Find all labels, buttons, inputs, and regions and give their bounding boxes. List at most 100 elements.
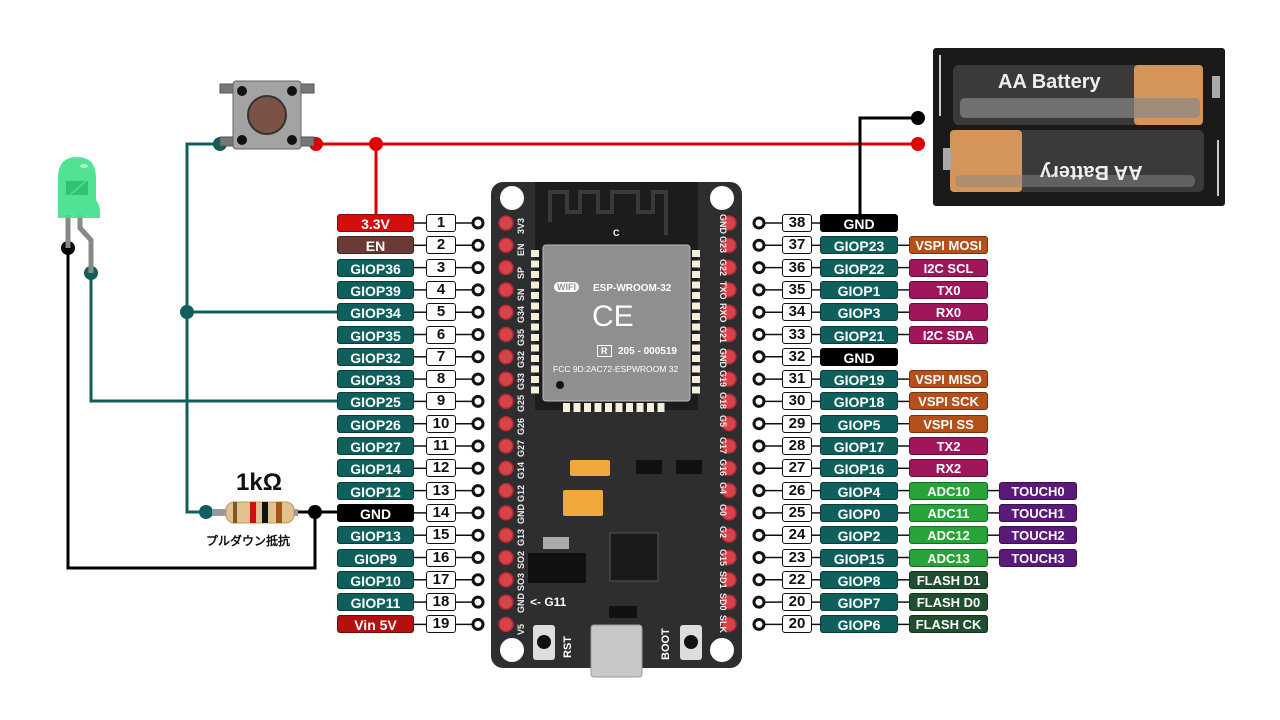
- pin-number-right: 34: [782, 303, 812, 322]
- pin-label-left: GIOP12: [337, 481, 414, 500]
- pin-number-left: 11: [426, 437, 456, 455]
- header-hole: [752, 261, 766, 275]
- pin-function-tag: RX2: [909, 459, 988, 478]
- pin-function-tag: FLASH D1: [909, 570, 988, 589]
- pin-number-right: 20: [782, 593, 812, 612]
- pin-number-left: 17: [426, 570, 456, 589]
- header-hole: [471, 238, 485, 252]
- silk-label-right: GND: [718, 214, 728, 234]
- board-pin-pad: [721, 572, 737, 588]
- header-hole: [752, 372, 766, 386]
- header-hole: [471, 484, 485, 498]
- pin-label-right: GIOP1: [820, 280, 898, 299]
- pin-label-left: GIOP34: [337, 303, 414, 322]
- header-hole: [752, 417, 766, 431]
- pin-number-left: 14: [426, 503, 456, 522]
- module-pad: [531, 355, 539, 362]
- pin-number-right: 31: [782, 370, 812, 389]
- pin-label-right: GIOP5: [820, 414, 898, 433]
- silk-label-left: G33: [516, 373, 526, 391]
- board-pin-pad: [498, 259, 514, 276]
- header-hole: [471, 216, 485, 230]
- silk-label-right: RXO: [718, 303, 728, 323]
- pin-function-tag: FLASH CK: [909, 615, 988, 634]
- silk-label-right: G16: [718, 459, 728, 477]
- pin-number-right: 32: [782, 347, 812, 366]
- pin-label-right: GIOP7: [820, 593, 898, 612]
- junction-dot: [180, 305, 194, 319]
- button-cap: [247, 95, 287, 135]
- pin-label-left: GIOP14: [337, 459, 414, 478]
- module-pad: [573, 403, 581, 412]
- board-pin-pad: [498, 415, 514, 432]
- board-pin-pad: [721, 393, 737, 410]
- pin-label-right: GIOP21: [820, 325, 898, 344]
- silk-label-right: G18: [718, 392, 728, 410]
- silk-label-left: G27: [516, 439, 526, 457]
- module-pad: [692, 344, 700, 352]
- pin-number-right: 28: [782, 437, 812, 455]
- pin-function-tag: TX2: [909, 437, 988, 455]
- silk-label-right: G17: [718, 437, 728, 455]
- module-pad: [531, 302, 539, 310]
- header-hole: [471, 283, 485, 297]
- header-hole: [752, 394, 766, 408]
- module-pad: [692, 386, 700, 394]
- board-pin-pad: [498, 482, 514, 499]
- pin-function-tag: TOUCH3: [999, 548, 1077, 567]
- board-pin-pad: [721, 215, 737, 231]
- board-pads: [498, 215, 737, 633]
- module-pad: [647, 403, 654, 412]
- module-pad: [636, 403, 644, 412]
- header-hole: [471, 617, 485, 631]
- module-pad: [584, 403, 591, 412]
- board-pin-pad: [498, 393, 514, 410]
- silk-label-left: V5: [516, 624, 526, 636]
- push-button[interactable]: [219, 80, 315, 150]
- board-pin-pad: [498, 594, 514, 610]
- module-pad: [605, 403, 612, 412]
- led: [58, 157, 100, 273]
- header-hole: [471, 461, 485, 475]
- module-pad: [692, 292, 700, 299]
- pin-label-left: GIOP11: [337, 593, 414, 612]
- pin-label-right: GIOP22: [820, 258, 898, 277]
- pin-number-right: 30: [782, 392, 812, 411]
- pin-number-right: 29: [782, 414, 812, 433]
- pin-number-right: 25: [782, 503, 812, 522]
- pin-function-tag: TOUCH2: [999, 526, 1077, 545]
- pin-label-left: GIOP33: [337, 370, 414, 389]
- header-hole: [752, 461, 766, 475]
- header-hole: [471, 417, 485, 431]
- module-pad: [531, 376, 539, 383]
- module-pad: [531, 260, 539, 268]
- board-pin-pad: [498, 527, 514, 543]
- header-hole: [471, 305, 485, 319]
- module-pad: [531, 250, 539, 257]
- silk-label-right: SLK: [718, 615, 728, 634]
- board-pin-pad: [498, 460, 514, 477]
- board-pin-pad: [498, 616, 514, 633]
- board-pin-pad: [498, 282, 514, 298]
- pin-label-left: GIOP35: [337, 325, 414, 344]
- header-hole: [471, 506, 485, 520]
- pin-label-left: EN: [337, 236, 414, 255]
- header-hole: [752, 528, 766, 542]
- silk-label-left: SO2: [516, 550, 526, 569]
- rst-label: RST: [562, 636, 574, 658]
- header-hole: [471, 350, 485, 364]
- board-pin-pad: [721, 282, 737, 298]
- pin-number-left: 4: [426, 280, 456, 299]
- pin-number-left: 6: [426, 325, 456, 344]
- pin-number-right: 37: [782, 236, 812, 255]
- module-pad: [531, 386, 539, 394]
- board-pin-pad: [721, 505, 737, 521]
- header-hole: [752, 305, 766, 319]
- pin-label-right: GND: [820, 214, 898, 232]
- board-pin-pad: [498, 371, 514, 387]
- pin-label-right: GIOP3: [820, 303, 898, 322]
- pin-label-right: GND: [820, 347, 898, 366]
- header-hole: [752, 216, 766, 230]
- board-pin-pad: [498, 572, 514, 588]
- header-hole: [471, 261, 485, 275]
